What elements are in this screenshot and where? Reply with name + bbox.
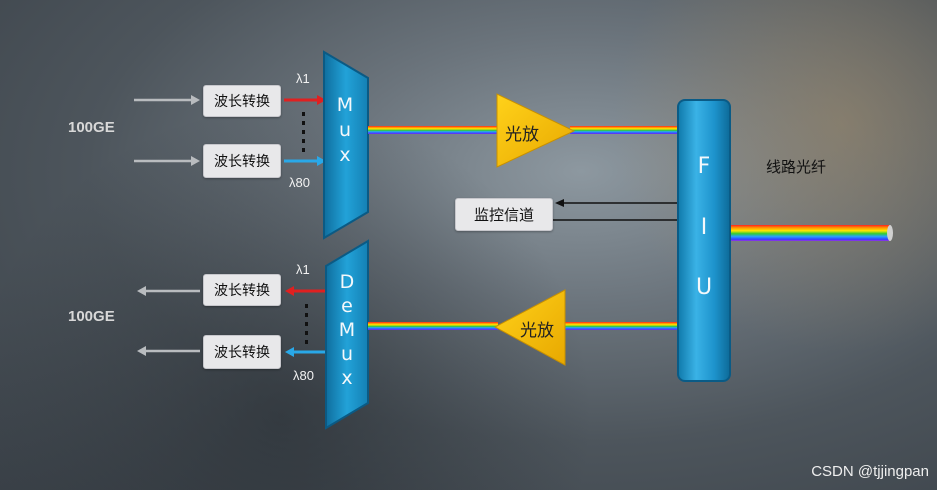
demux-letter-u: u [340,343,354,365]
demux-letter-x: x [341,367,353,389]
amplifier-top-label: 光放 [505,125,539,145]
mux-letter-u: u [338,119,352,141]
beam-fiu-to-amp [565,322,678,330]
mux-letter-m: M [336,94,354,116]
amplifier-bottom [493,289,566,366]
watermark: CSDN @tjjingpan [811,463,929,480]
lambda-arrows-mux [284,95,326,166]
fiu-letter-f: F [697,154,711,179]
line-fiber-label: 线路光纤 [766,158,827,176]
wavelength-converter-1: 波长转换 [203,85,281,117]
label-100ge-top: 100GE [68,119,115,136]
wavelength-converter-4: 波长转换 [203,335,281,369]
gray-input-arrows [134,95,200,166]
lambda-label-bottom-80: λ80 [293,368,314,383]
label-100ge-bottom: 100GE [68,308,115,325]
lambda-arrows-demux [285,286,326,357]
demux-letter-d: D [339,271,355,293]
beam-mux-to-amp [368,126,498,134]
wavelength-converter-3: 波长转换 [203,274,281,306]
demux-letter-m: M [338,319,356,341]
fiu-letter-u: U [695,275,713,300]
beam-amp-to-demux [368,322,498,330]
lambda-label-top-80: λ80 [289,175,310,190]
demux-block [325,239,369,430]
supervisory-channel-box: 监控信道 [455,198,553,231]
beam-line-fiber [730,225,890,241]
amplifier-bottom-label: 光放 [520,321,554,341]
gray-output-arrows [137,286,200,356]
supervisory-lines [553,199,678,221]
lambda-label-bottom-1: λ1 [296,262,310,277]
lambda-label-top-1: λ1 [296,71,310,86]
fiu-block [677,99,731,382]
fiber-end [887,225,893,241]
wavelength-converter-2: 波长转换 [203,144,281,178]
amplifier-top [496,93,576,168]
beam-amp-to-fiu [570,126,678,134]
mux-block [323,50,369,240]
demux-letter-e: e [341,295,353,317]
mux-letter-x: x [339,144,351,166]
fiu-letter-i: I [700,215,708,240]
